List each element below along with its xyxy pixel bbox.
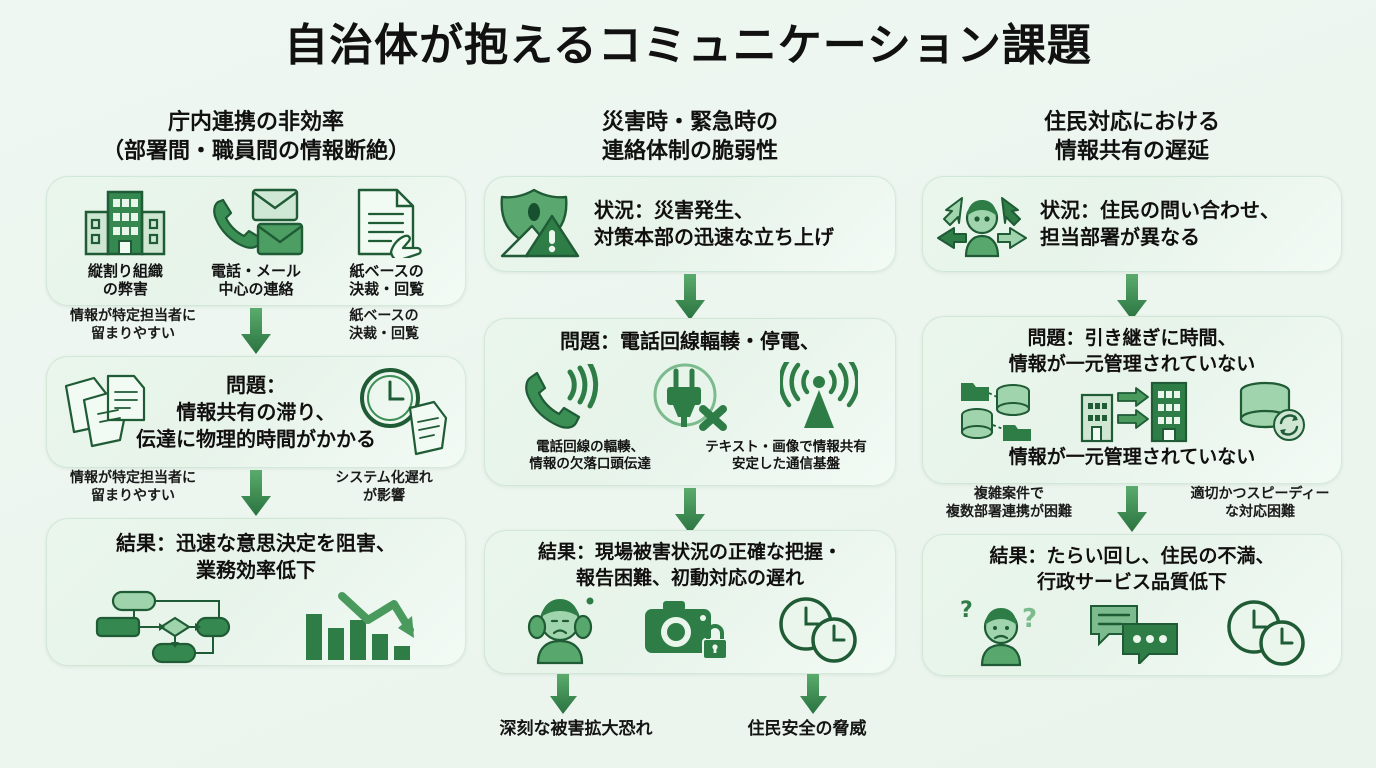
column3-heading-line1: 住民対応における: [1043, 110, 1220, 135]
col2-icon-caption-1: 電話回線の輻輳、 情報の欠落口頭伝達: [529, 439, 651, 472]
col2-connector-2: [484, 486, 896, 535]
col1-icon-caption-2: 電話・メール 中心の連絡: [210, 262, 301, 299]
col2-icon-caption-3: テキスト・画像で情報共有 安定した通信基盤: [705, 439, 867, 472]
column2-heading-line2: 連絡体制の脆弱性: [601, 139, 778, 165]
down-arrow-icon: [241, 308, 271, 355]
col3-card-situation-text: 状況：住民の問い合わせ、 担当部署が異なる: [1040, 198, 1280, 250]
col3-card-problem-title: 問題：引き継ぎに時間、 情報が一元管理されていない: [1008, 327, 1256, 375]
col1-icon-cell-1: 縦割り組織 の弊害: [61, 186, 190, 299]
col2-card-situation-text: 状況：災害発生、 対策本部の迅速な立ち上げ: [594, 198, 834, 250]
col2-connector-1: [484, 272, 896, 321]
chat-bubbles-icon: [1089, 605, 1178, 665]
svg-text:?: ?: [960, 598, 973, 623]
antenna-signal-icon: [780, 362, 859, 429]
col1-connector-2: 情報が特定担当者に 留まりやすい システム化遅れ が影響: [46, 468, 466, 518]
declining-bar-chart-icon: [305, 592, 414, 661]
page-title: 自治体が抱えるコミュニケーション課題: [284, 20, 1092, 71]
column2-heading: 災害時・緊急時の 連絡体制の脆弱性: [484, 108, 896, 166]
two-clocks-icon: [1226, 600, 1305, 667]
col1-card-causes: 縦割り組織 の弊害 電話・メール 中心の連絡: [46, 176, 466, 307]
svg-text:?: ?: [1022, 604, 1037, 634]
column3-heading-line2: 情報共有の遅延: [1054, 139, 1209, 165]
down-arrow-icon: [800, 674, 827, 715]
col1-connector1-label-right: 紙ベースの 決裁・回覧: [349, 308, 419, 342]
database-sync-icon: [1239, 382, 1305, 442]
clock-document-icon: [360, 368, 448, 456]
col1-connector2-label-left: 情報が特定担当者に 留まりやすい: [70, 470, 196, 504]
col2-outcome-label-left: 深刻な被害拡大恐れ: [499, 719, 653, 740]
column3-heading: 住民対応における 情報共有の遅延: [922, 108, 1342, 166]
column-resident-response: 住民対応における 情報共有の遅延 状況：住民の問い合わせ、 担当部署が異: [922, 108, 1342, 677]
column1-heading-line1: 庁内連携の非効率: [167, 110, 344, 135]
column-internal-coordination: 庁内連携の非効率 （部署間・職員間の情報断絶）: [46, 108, 466, 667]
col2-card-result: 結果：現場被害状況の正確な把握・ 報告困難、初動対応の遅れ: [484, 530, 896, 675]
two-clocks-icon: [779, 597, 858, 664]
col1-connector1-label-left: 情報が特定担当者に 留まりやすい: [70, 308, 196, 342]
col3-card-problem-footer: 情報が一元管理されていない: [1008, 446, 1256, 469]
confused-person-icon: ? ?: [960, 598, 1037, 667]
column1-heading-line2: （部署間・職員間の情報断絶）: [101, 139, 410, 165]
scattered-database-icon: [961, 383, 1032, 442]
col1-card-problem-text: 問題： 情報共有の滞り、 伝達に物理的時間がかかる: [136, 372, 376, 451]
phone-ringing-icon: [524, 364, 598, 429]
down-arrow-icon: [675, 274, 705, 321]
col2-card-problem: 問題：電話回線輻輳・停電、: [484, 318, 896, 487]
col3-connector-label-right: 適切かつスピーディー な対応困難: [1190, 486, 1330, 520]
office-building-icon: [85, 190, 166, 256]
col1-connector2-label-right: システム化遅れ が影響: [335, 470, 433, 504]
flowchart-icon: [95, 590, 230, 664]
column2-heading-line1: 災害時・緊急時の: [601, 110, 778, 135]
col3-connector-label-left: 複雑案件で 複数部署連携が困難: [946, 486, 1072, 520]
col1-card-problem: 問題： 情報共有の滞り、 伝達に物理的時間がかかる: [46, 356, 466, 469]
col3-card-result: 結果：たらい回し、住民の不満、 行政サービス品質低下 ? ?: [922, 534, 1342, 677]
col3-connector-1: [922, 272, 1342, 321]
col3-connector-2: 複雑案件で 複数部署連携が困難 適切かつスピーディー な対応困難: [922, 484, 1342, 534]
stressed-person-icon: [527, 595, 594, 665]
col2-bottom-outcomes: 深刻な被害拡大恐れ 住民安全の脅威: [484, 674, 896, 739]
col1-icon-cell-3: 紙ベースの 決裁・回覧: [322, 186, 451, 299]
column1-heading: 庁内連携の非効率 （部署間・職員間の情報断絶）: [46, 108, 466, 166]
down-arrow-icon: [550, 674, 577, 715]
col1-icon-caption-3: 紙ベースの 決裁・回覧: [349, 262, 425, 299]
col2-card-problem-title: 問題：電話回線輻輳・停電、: [560, 329, 820, 354]
power-plug-off-icon: [653, 363, 727, 432]
col1-icon-caption-1: 縦割り組織 の弊害: [87, 262, 163, 299]
col3-card-problem: 問題：引き継ぎに時間、 情報が一元管理されていない: [922, 316, 1342, 485]
down-arrow-icon: [1117, 486, 1147, 533]
col3-card-situation: 状況：住民の問い合わせ、 担当部署が異なる: [922, 176, 1342, 273]
down-arrow-icon: [675, 488, 705, 535]
person-multi-direction-icon: [937, 197, 1027, 258]
stacked-documents-icon: [64, 374, 146, 448]
col2-outcome-label-right: 住民安全の脅威: [747, 719, 867, 740]
camera-lock-icon: [644, 601, 728, 661]
down-arrow-icon: [1117, 274, 1147, 321]
down-arrow-icon: [241, 470, 271, 517]
building-transfer-icon: [1080, 382, 1188, 443]
col3-card-result-text: 結果：たらい回し、住民の不満、 行政サービス品質低下: [989, 545, 1275, 593]
phone-mail-icon: [213, 188, 304, 256]
col1-card-result: 結果：迅速な意思決定を阻害、 業務効率低下: [46, 518, 466, 667]
col1-card-result-text: 結果：迅速な意思決定を阻害、 業務効率低下: [116, 531, 396, 583]
column-disaster-emergency: 災害時・緊急時の 連絡体制の脆弱性 状況：災害発生、 対策本部の迅速な立ち上げ: [484, 108, 896, 739]
col1-connector-1: 情報が特定担当者に 留まりやすい 紙ベースの 決裁・回覧: [46, 306, 466, 356]
disaster-warning-shield-icon: [500, 188, 580, 258]
col2-card-result-text: 結果：現場被害状況の正確な把握・ 報告困難、初動対応の遅れ: [537, 541, 842, 589]
paper-document-hand-icon: [357, 188, 422, 259]
col2-card-situation: 状況：災害発生、 対策本部の迅速な立ち上げ: [484, 176, 896, 273]
col1-icon-cell-2: 電話・メール 中心の連絡: [191, 186, 320, 299]
